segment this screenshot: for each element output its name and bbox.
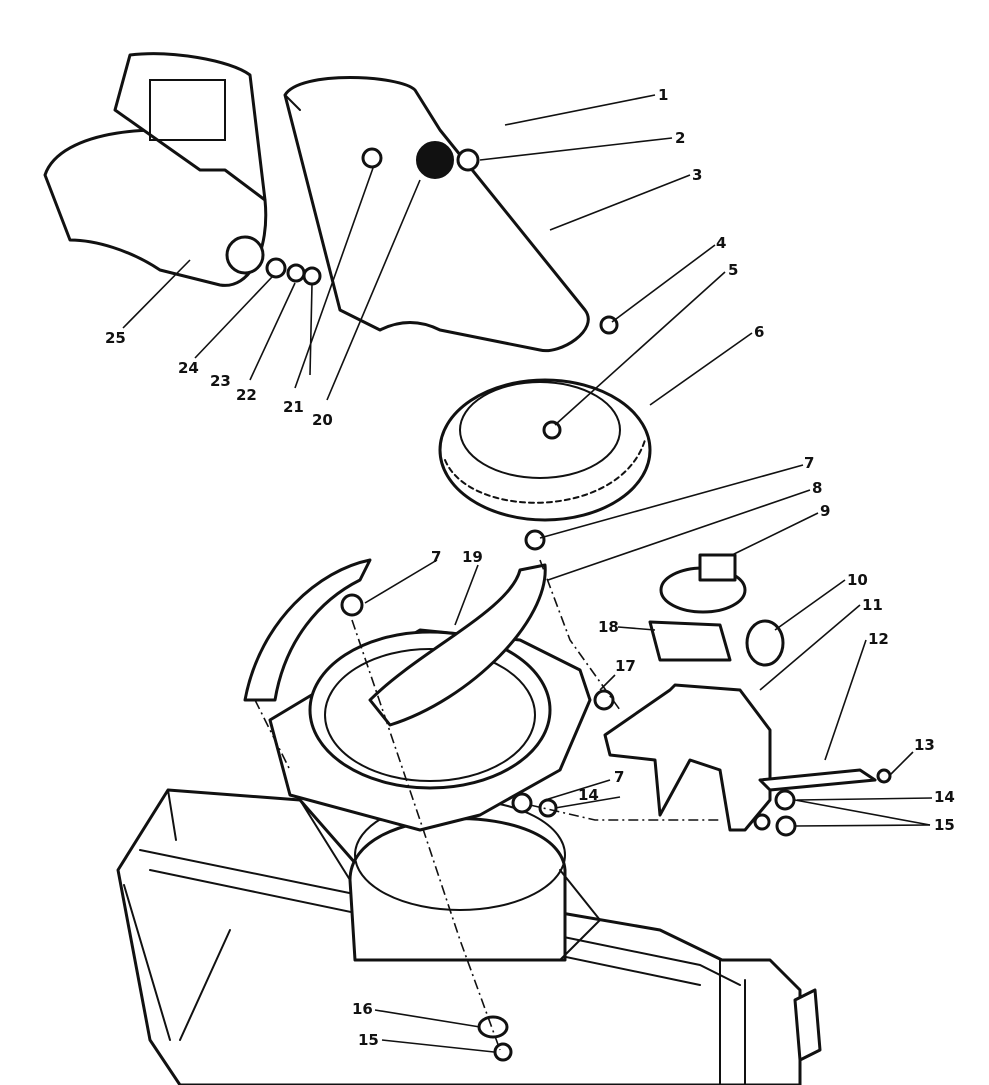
callout-14-right: 14 xyxy=(934,788,955,806)
callout-15-right: 15 xyxy=(934,816,955,834)
discharge-chute xyxy=(283,76,590,353)
callout-3: 3 xyxy=(692,166,702,184)
callout-15-bottom: 15 xyxy=(358,1031,379,1049)
callout-22: 22 xyxy=(236,386,257,404)
callout-11: 11 xyxy=(862,596,883,614)
callout-20: 20 xyxy=(312,411,333,429)
callout-23: 23 xyxy=(210,372,231,390)
callout-18: 18 xyxy=(598,618,619,636)
callout-14-left: 14 xyxy=(578,786,599,804)
callout-7-lower: 7 xyxy=(614,768,624,786)
callout-4: 4 xyxy=(716,234,726,252)
callout-6: 6 xyxy=(754,323,764,341)
callout-24: 24 xyxy=(178,359,199,377)
gearbox-assembly xyxy=(648,553,785,667)
retainer-strips xyxy=(243,558,547,727)
callout-1: 1 xyxy=(658,86,668,104)
callout-12: 12 xyxy=(868,630,889,648)
callout-21: 21 xyxy=(283,398,304,416)
leader-lines xyxy=(122,94,933,1053)
callout-17: 17 xyxy=(615,657,636,675)
mounting-bracket xyxy=(603,683,877,832)
callout-13: 13 xyxy=(914,736,935,754)
hardware xyxy=(265,147,892,1062)
callout-8: 8 xyxy=(812,479,822,497)
chute-ring-gear xyxy=(438,378,652,522)
chute-deflector xyxy=(43,52,268,287)
callout-10: 10 xyxy=(847,571,868,589)
callout-2: 2 xyxy=(675,129,685,147)
callout-5: 5 xyxy=(728,261,738,279)
callout-25: 25 xyxy=(105,329,126,347)
callout-7-left: 7 xyxy=(431,548,441,566)
auger-housing xyxy=(116,788,822,1085)
callout-labels: 1 2 3 4 5 6 7 8 9 10 11 12 13 14 14 15 1… xyxy=(105,86,955,1049)
callout-16: 16 xyxy=(352,1000,373,1018)
callout-19: 19 xyxy=(462,548,483,566)
callout-9: 9 xyxy=(820,502,830,520)
callout-7-top: 7 xyxy=(804,454,814,472)
